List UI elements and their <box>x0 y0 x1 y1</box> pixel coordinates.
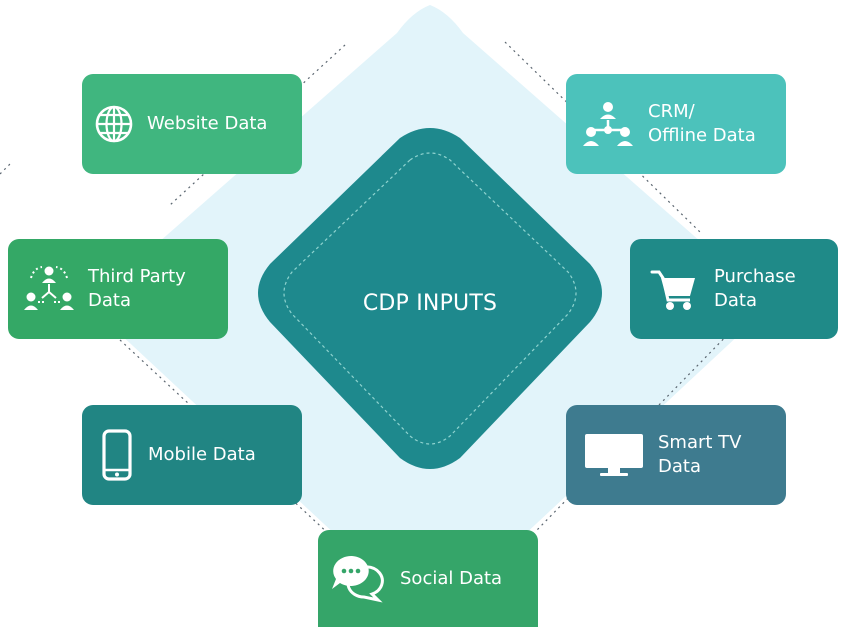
mobile-data-label: Mobile Data <box>148 444 256 465</box>
org-chart-icon <box>582 98 634 150</box>
website-data-label: Website Data <box>147 113 268 134</box>
center-title: CDP INPUTS <box>252 130 608 476</box>
smart-tv-data-card: Smart TV Data <box>566 405 786 505</box>
crm-offline-data-card: CRM/ Offline Data <box>566 74 786 174</box>
purchase-data-label: Purchase Data <box>714 266 796 311</box>
monitor-icon <box>584 432 644 478</box>
social-data-card: Social Data <box>318 530 538 627</box>
globe-icon <box>95 105 133 143</box>
website-data-card: Website Data <box>82 74 302 174</box>
mobile-data-card: Mobile Data <box>82 405 302 505</box>
purchase-data-card: Purchase Data <box>630 239 838 339</box>
chat-bubbles-icon <box>330 554 384 604</box>
third-party-data-card: Third Party Data <box>8 239 228 339</box>
social-data-label: Social Data <box>400 567 503 589</box>
center-title-text: CDP INPUTS <box>362 290 498 316</box>
center-diamond <box>258 128 602 469</box>
shopping-cart-icon <box>650 266 698 312</box>
third-party-data-label: Third Party Data <box>88 266 186 311</box>
center-diamond-inner-outline <box>283 152 577 445</box>
crm-offline-data-label: CRM/ Offline Data <box>648 101 756 146</box>
smart-tv-data-label: Smart TV Data <box>658 432 742 477</box>
connector-line <box>0 161 13 175</box>
people-network-icon <box>22 264 76 314</box>
smartphone-icon <box>102 429 132 481</box>
